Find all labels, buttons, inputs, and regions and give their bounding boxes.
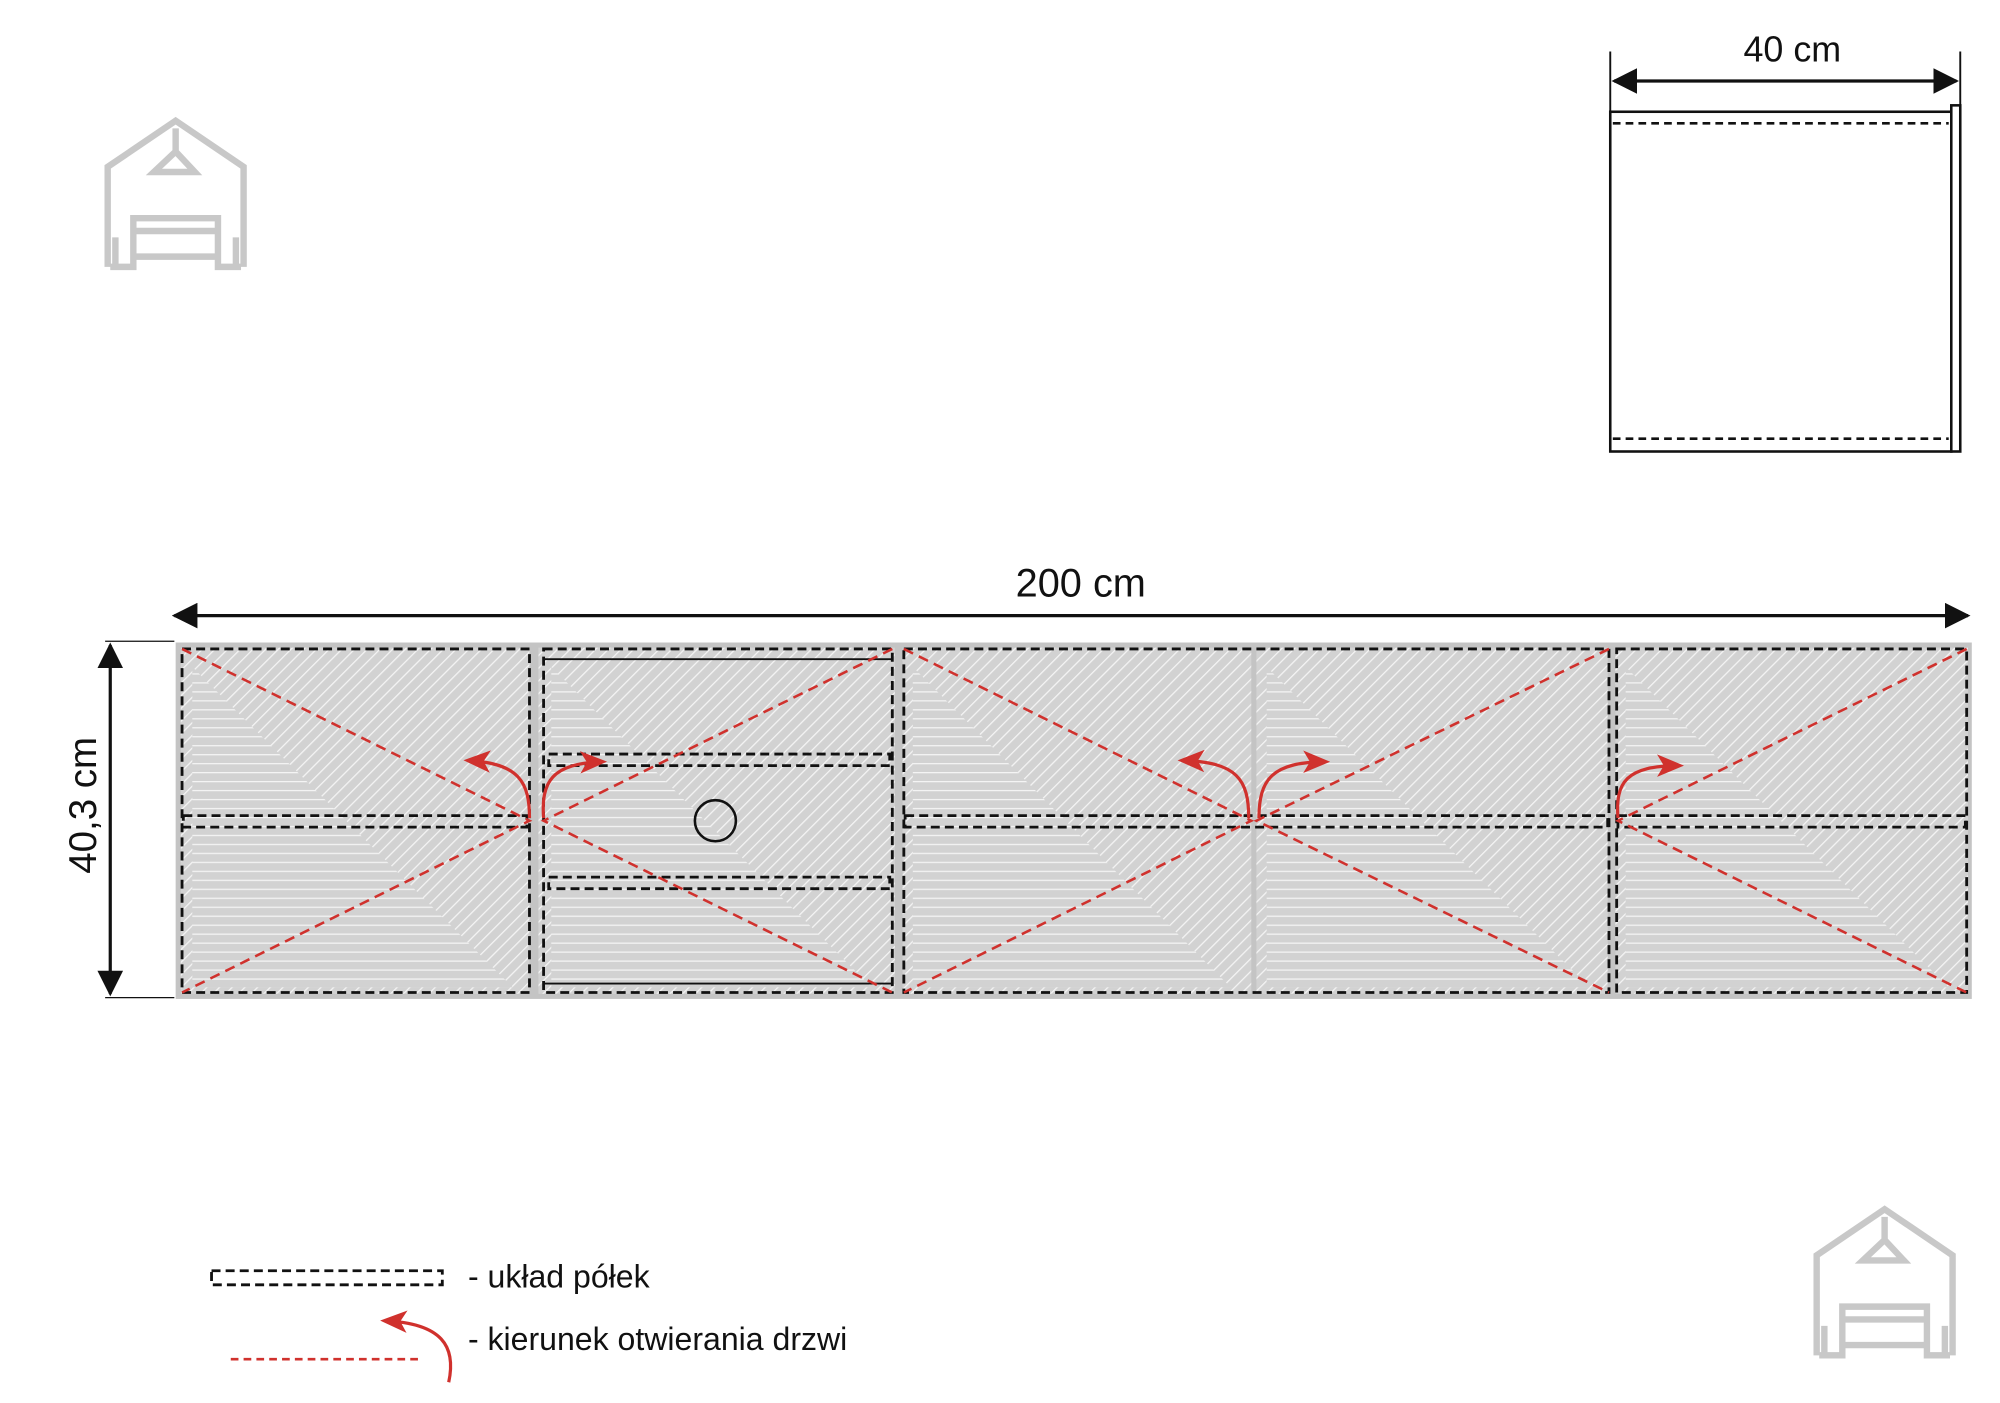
side-view bbox=[1608, 51, 1962, 453]
legend: - układ półek - kierunek otwierania drzw… bbox=[210, 1258, 847, 1383]
drawer-panel bbox=[538, 647, 895, 994]
height-label: 40,3 cm bbox=[62, 737, 105, 874]
house-sofa-logo bbox=[104, 116, 247, 271]
drawer-handle bbox=[693, 798, 738, 843]
door-panel-4 bbox=[1615, 647, 1968, 994]
depth-label: 40 cm bbox=[1743, 30, 1841, 70]
door-opening-lines bbox=[181, 647, 1968, 994]
door-opening-arrows bbox=[463, 749, 1684, 819]
legend-shelf-symbol bbox=[210, 1269, 444, 1287]
legend-shelves-label: - układ półek bbox=[468, 1258, 651, 1294]
cabinet-front bbox=[175, 642, 1972, 999]
legend-doors-label: - kierunek otwierania drzwi bbox=[468, 1321, 847, 1357]
house-sofa-logo bbox=[1813, 1205, 1956, 1359]
width-label: 200 cm bbox=[1016, 561, 1146, 605]
legend-door-arrow-symbol bbox=[380, 1310, 453, 1383]
door-panel-3 bbox=[1256, 647, 1608, 994]
door-panel-1 bbox=[180, 647, 530, 994]
door-panel-2 bbox=[902, 647, 1252, 994]
